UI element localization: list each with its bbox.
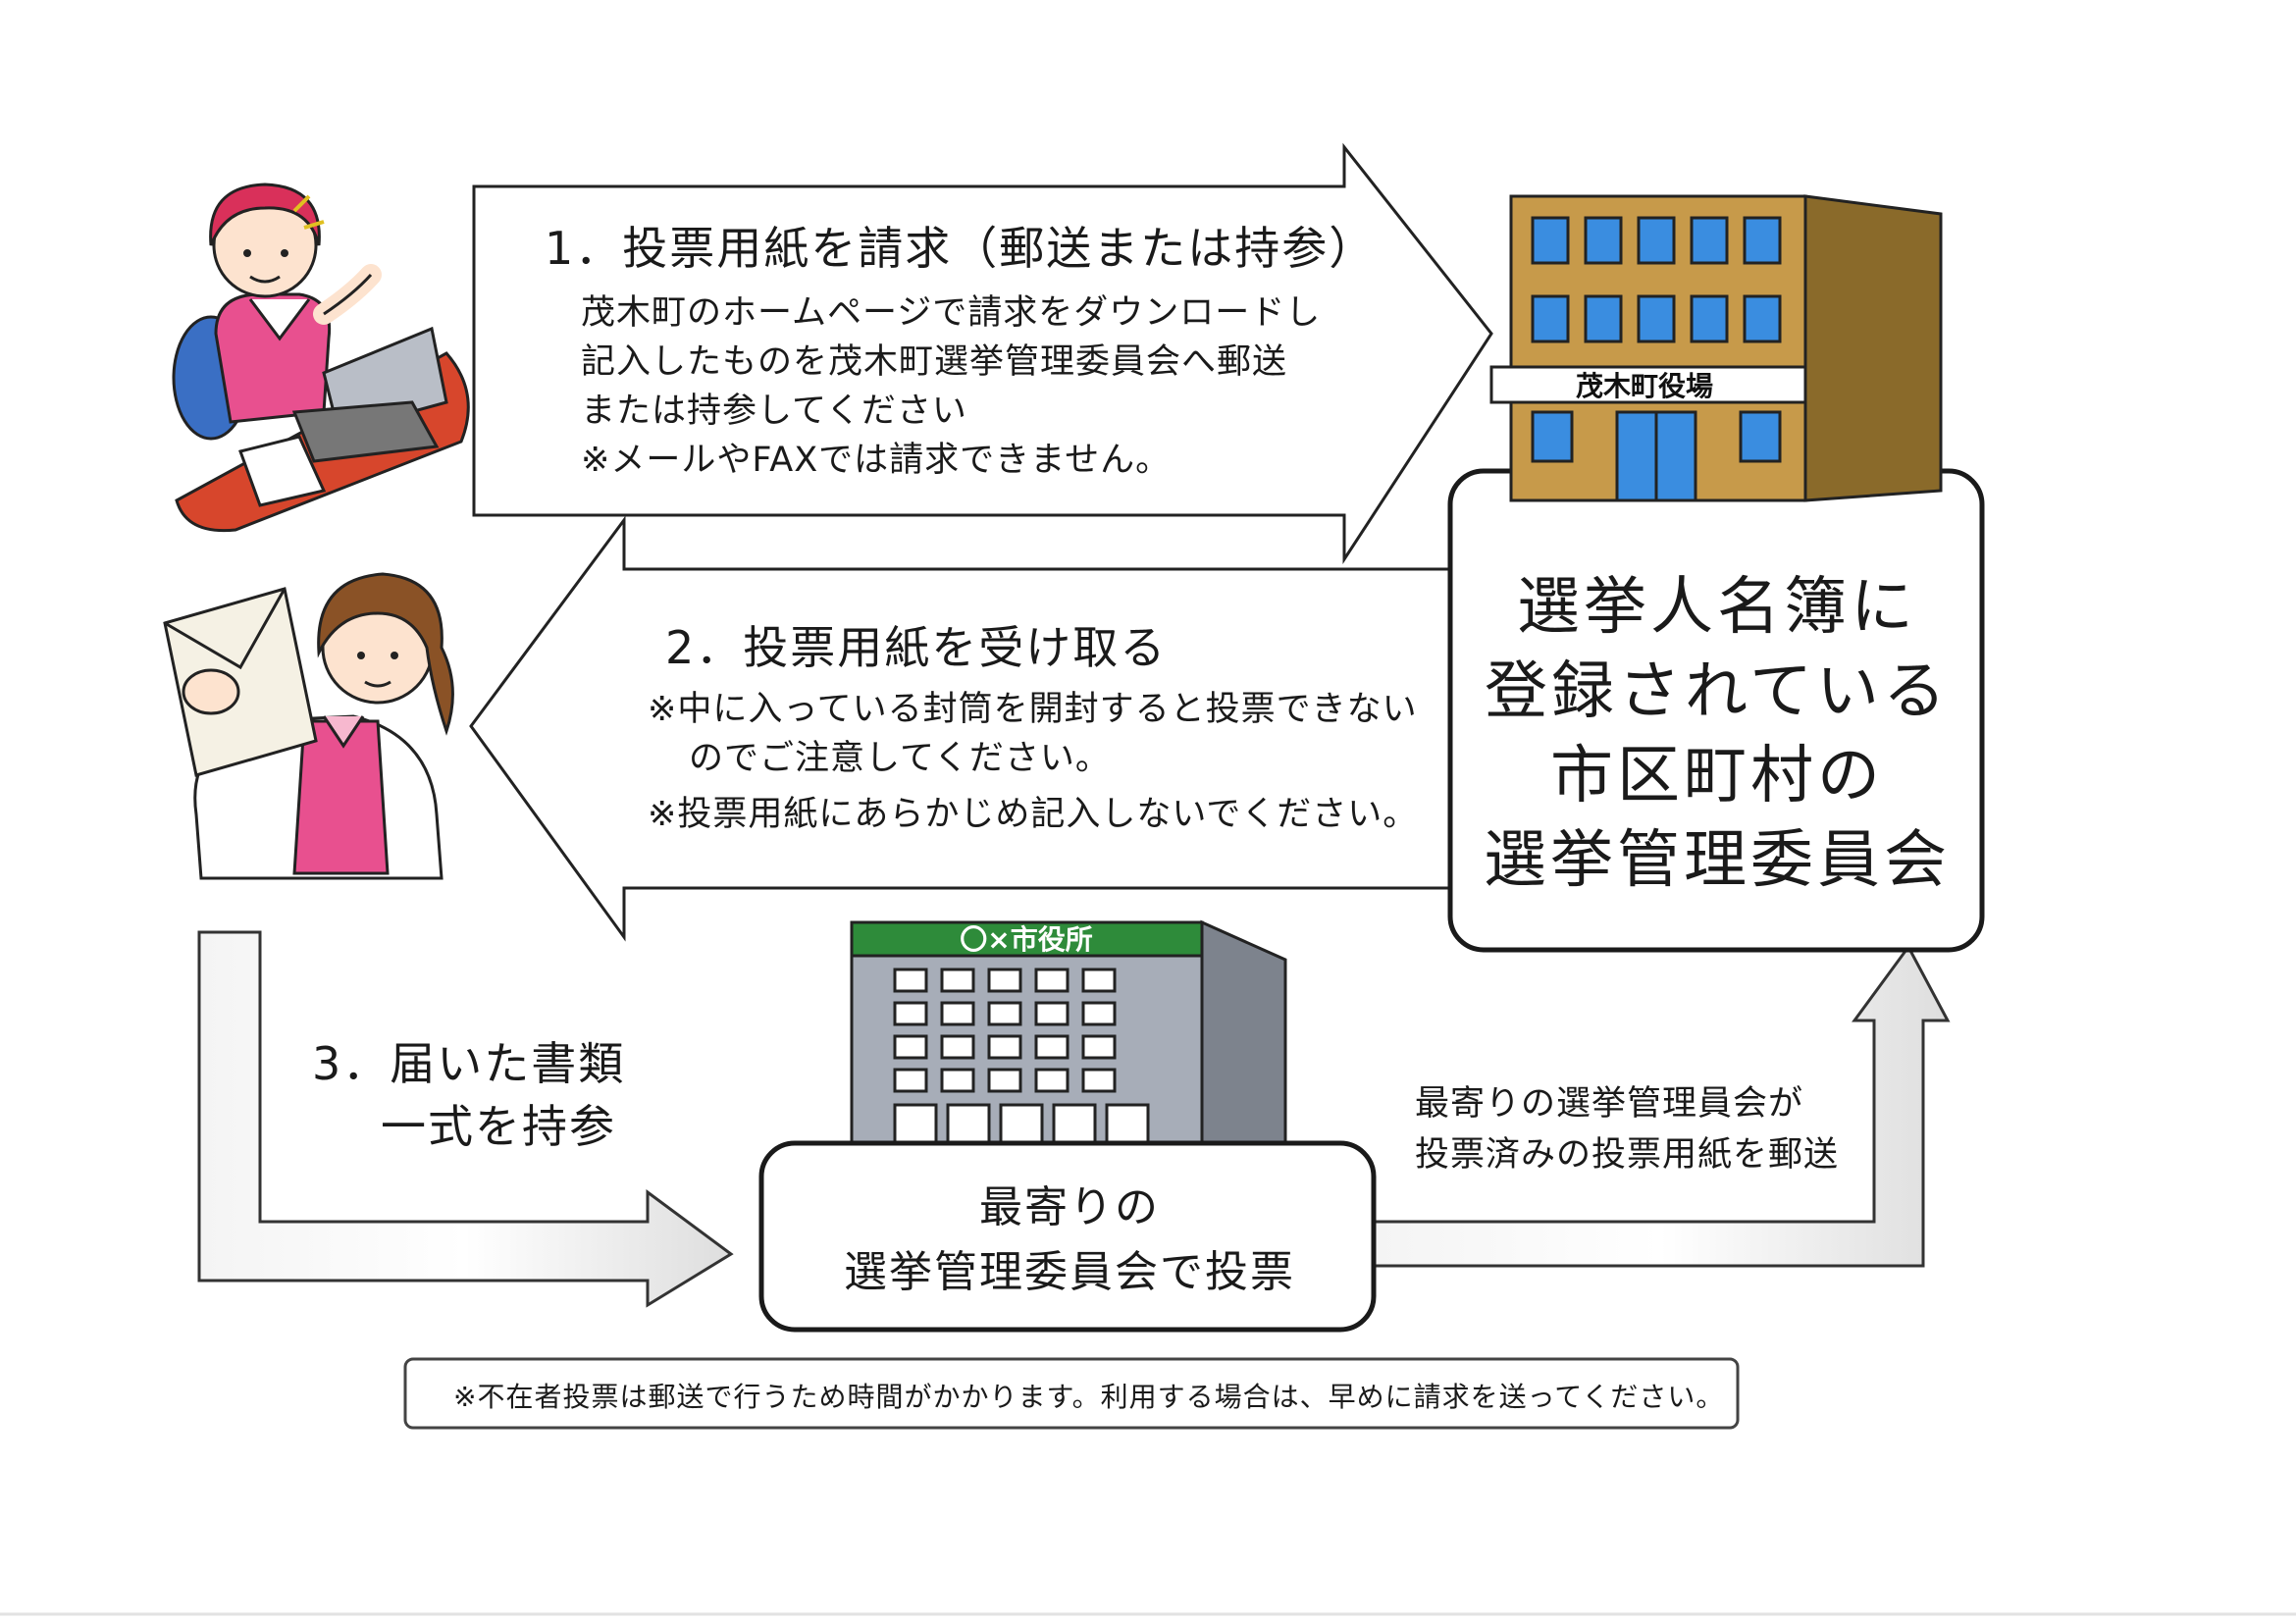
nearest-committee-line-1: 最寄りの: [979, 1182, 1160, 1232]
registry-committee-line-1: 選挙人名簿に: [1517, 571, 1917, 644]
woman-at-computer-icon: [172, 183, 470, 533]
arrow-bring-documents: [197, 930, 734, 1308]
arrow-mail-back: [1372, 944, 1951, 1268]
registry-committee-line-3: 市区町村の: [1550, 740, 1884, 812]
step1-line-1: 茂木町のホームページで請求をダウンロードし: [581, 293, 1322, 333]
step1-line-4: ※メールやFAXでは請求できません。: [581, 441, 1172, 480]
step2-line-3: ※投票用紙にあらかじめ記入しないでください。: [648, 795, 1419, 834]
step1-title: 1．投票用紙を請求（郵送または持参）: [545, 222, 1377, 275]
step2-line-2: のでご注意してください。: [689, 739, 1111, 778]
arrow-request: [472, 142, 1493, 565]
woman-with-envelope-icon: [163, 572, 454, 880]
footer-note-box: [403, 1357, 1740, 1430]
step2-title: 2．投票用紙を受け取る: [665, 621, 1168, 674]
town-hall-building-icon: [1489, 194, 1943, 502]
registry-committee-line-2: 登録されている: [1484, 655, 1951, 728]
nearest-committee-line-2: 選挙管理委員会で投票: [844, 1247, 1295, 1297]
step3-line-1: 3．届いた書類: [312, 1037, 626, 1090]
nearest-committee-box: [758, 1140, 1377, 1333]
step1-line-3: または持参してください: [581, 392, 967, 431]
mail-back-line-2: 投票済みの投票用紙を郵送: [1415, 1135, 1840, 1175]
step1-line-2: 記入したものを茂木町選挙管理委員会へ郵送: [581, 342, 1288, 382]
footer-note: ※不在者投票は郵送で行うため時間がかかります。利用する場合は、早めに請求を送って…: [453, 1381, 1725, 1413]
town-hall-sign: 茂木町役場: [1576, 370, 1713, 402]
city-hall-sign: 〇×市役所: [960, 923, 1092, 956]
step2-line-1: ※中に入っている封筒を開封すると投票できない: [648, 690, 1418, 729]
registry-committee-line-4: 選挙管理委員会: [1484, 824, 1951, 897]
step3-line-2: 一式を持参: [381, 1100, 616, 1153]
arrow-receive: [469, 515, 1452, 942]
city-hall-building-icon: [850, 919, 1287, 1145]
mail-back-line-1: 最寄りの選挙管理員会が: [1415, 1084, 1804, 1124]
